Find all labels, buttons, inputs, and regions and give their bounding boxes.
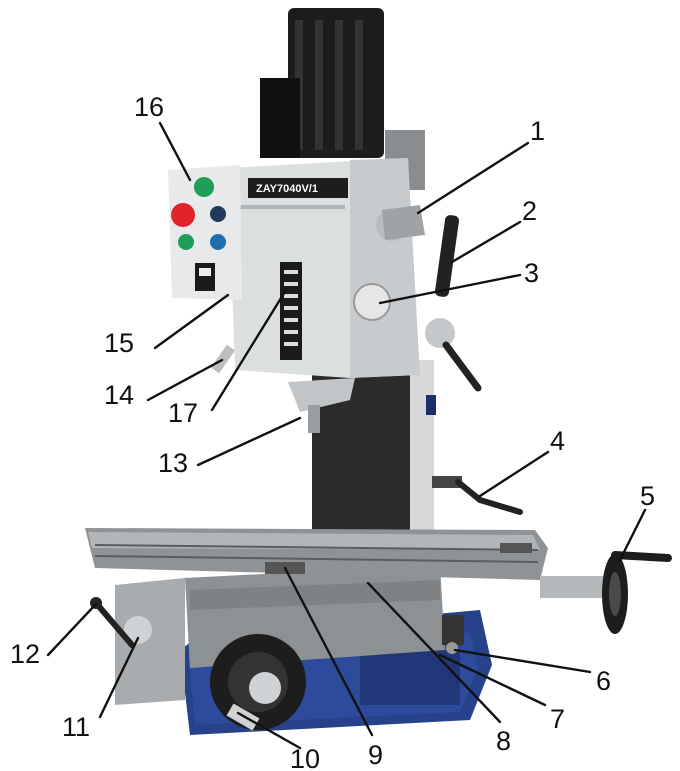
column bbox=[312, 130, 434, 535]
callout-labels: 1 2 3 4 5 6 7 8 9 10 11 12 13 14 15 16 1… bbox=[10, 92, 655, 771]
callout-2: 2 bbox=[522, 196, 537, 226]
leader-15 bbox=[153, 293, 230, 350]
leader-17 bbox=[210, 288, 288, 412]
callout-15: 15 bbox=[104, 328, 134, 358]
callout-13: 13 bbox=[158, 448, 188, 478]
head-housing: ZAY7040V/1 bbox=[228, 158, 420, 378]
depth-stop bbox=[210, 344, 236, 374]
leader-13 bbox=[196, 416, 302, 467]
blue-button bbox=[210, 234, 226, 250]
callout-1: 1 bbox=[530, 116, 545, 146]
leader-14 bbox=[146, 358, 224, 402]
leader-2 bbox=[450, 220, 522, 264]
green-button bbox=[178, 234, 194, 250]
leader-5 bbox=[618, 508, 647, 562]
red-stop-button bbox=[171, 203, 195, 227]
spindle bbox=[288, 378, 355, 433]
green-start-button bbox=[194, 177, 214, 197]
callout-8: 8 bbox=[496, 726, 511, 756]
dark-button bbox=[210, 206, 226, 222]
callout-16: 16 bbox=[134, 92, 164, 122]
feed-lever bbox=[435, 215, 459, 297]
work-table bbox=[85, 528, 548, 580]
callout-11: 11 bbox=[62, 712, 90, 742]
callout-4: 4 bbox=[550, 426, 565, 456]
callout-10: 10 bbox=[290, 744, 320, 771]
leader-9 bbox=[283, 566, 374, 737]
table-handwheel bbox=[540, 551, 672, 634]
callout-5: 5 bbox=[640, 481, 655, 511]
leader-1 bbox=[416, 141, 530, 215]
milling-machine-illustration: ZAY7040V/1 bbox=[85, 8, 672, 735]
callout-9: 9 bbox=[368, 740, 383, 770]
leader-8 bbox=[366, 581, 502, 724]
motor bbox=[260, 8, 384, 158]
control-panel bbox=[168, 165, 242, 300]
callout-3: 3 bbox=[524, 258, 539, 288]
leader-3 bbox=[378, 273, 522, 305]
callout-17: 17 bbox=[168, 398, 198, 428]
callout-12: 12 bbox=[10, 639, 40, 669]
leader-16 bbox=[158, 121, 192, 182]
front-handwheel bbox=[210, 634, 306, 731]
head-controls bbox=[353, 205, 482, 415]
leader-6 bbox=[453, 648, 592, 674]
saddle-crank bbox=[90, 597, 152, 648]
leader-12 bbox=[46, 602, 98, 657]
callout-7: 7 bbox=[550, 704, 565, 734]
callout-14: 14 bbox=[104, 380, 134, 410]
callout-6: 6 bbox=[596, 666, 611, 696]
leader-7 bbox=[438, 653, 547, 707]
model-plate: ZAY7040V/1 bbox=[256, 183, 318, 195]
leader-4 bbox=[478, 450, 550, 498]
leader-10 bbox=[236, 711, 302, 750]
selector-switch bbox=[195, 263, 215, 291]
leader-11 bbox=[98, 636, 140, 719]
elevation-crank bbox=[432, 476, 523, 515]
leader-lines bbox=[46, 121, 647, 750]
